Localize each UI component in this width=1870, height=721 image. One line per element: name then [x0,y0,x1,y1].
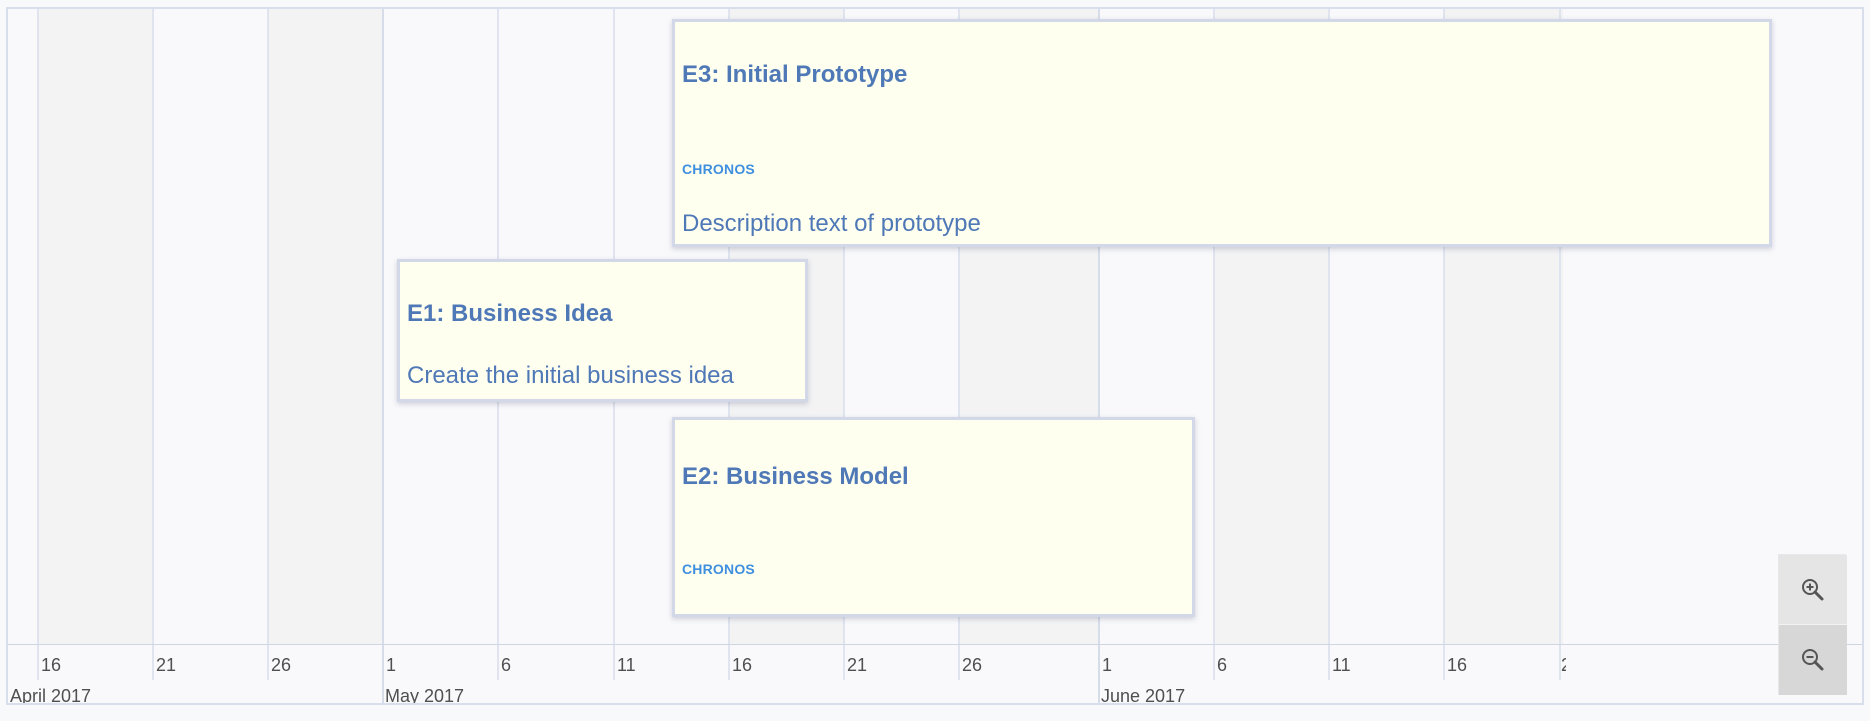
day-label: 1 [1102,655,1113,675]
timeline-item-e2[interactable]: E2: Business Model CHRONOS [672,417,1195,617]
day-label: 21 [847,655,868,675]
zoom-in-button[interactable] [1779,555,1847,625]
day-label: 26 [271,655,292,675]
day-label: 6 [501,655,512,675]
chronos-logo: CHRONOS [682,160,755,178]
item-title: E1: Business Idea [407,300,613,327]
timeline-background-band [37,9,152,645]
timeline-grid-line [958,9,960,680]
day-label: 21 [156,655,177,675]
day-label: 6 [1217,655,1228,675]
timeline-grid-line [1213,9,1215,680]
day-label: 2 [1561,655,1566,675]
item-description: Create the initial business idea [407,362,734,389]
timeline-view[interactable]: 16 21 26 1 6 11 16 21 26 1 6 11 16 2 Apr… [6,7,1864,705]
timeline-item-e1[interactable]: E1: Business Idea Create the initial bus… [397,259,808,402]
day-label: 1 [386,655,397,675]
timeline-item-e3[interactable]: E3: Initial Prototype CHRONOS Descriptio… [672,19,1772,247]
day-label: 26 [962,655,983,675]
chronos-logo: CHRONOS [682,560,755,578]
timeline-grid-line [1328,9,1330,680]
timeline-grid-line [267,9,269,680]
timeline-background-band [267,9,382,645]
day-label: 16 [1447,655,1468,675]
month-separator-line [382,9,384,703]
timeline-grid-line [1559,9,1561,680]
item-title: E3: Initial Prototype [682,61,908,88]
item-title: E2: Business Model [682,463,909,490]
zoom-controls [1778,554,1847,695]
zoom-out-button[interactable] [1779,625,1847,695]
timeline-grid-line [1443,9,1445,680]
day-label: 11 [1332,655,1351,675]
timeline-grid-line [37,9,39,680]
day-label: 11 [617,655,636,675]
month-separator-line [1098,9,1100,703]
item-description: Description text of prototype [682,210,981,237]
day-label: 16 [732,655,753,675]
zoom-out-icon [1802,649,1824,671]
month-label: May 2017 [385,686,465,705]
chronos-logo-text: CHRONOS [682,161,755,177]
timeline-grid-line [152,9,154,680]
month-label: April 2017 [10,686,92,705]
zoom-in-icon [1802,578,1824,600]
time-axis-separator [8,644,1862,645]
day-label: 16 [41,655,62,675]
chronos-logo-text: CHRONOS [682,561,755,577]
month-label: June 2017 [1101,686,1186,705]
timeline-grid-line [843,9,845,680]
